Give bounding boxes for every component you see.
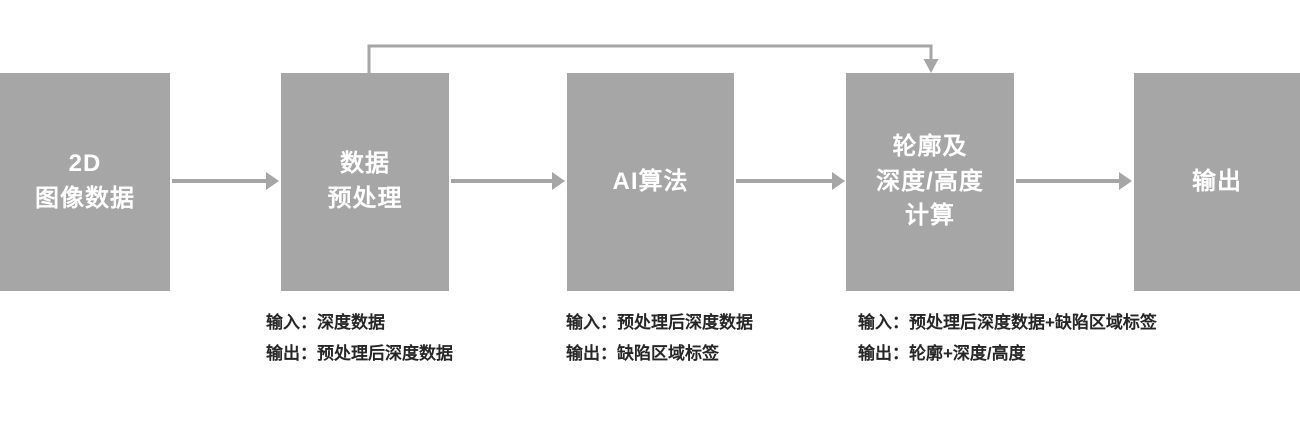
annotation-output-line: 输出：预处理后深度数据 bbox=[266, 343, 453, 363]
annotation-output-line: 输出：轮廓+深度/高度 bbox=[858, 343, 1026, 363]
node-data-preprocess: 数据 预处理 bbox=[281, 73, 449, 291]
arrow-line bbox=[451, 179, 552, 183]
arrow-preprocess-to-ai bbox=[451, 172, 565, 190]
node-label-contour-depth-calc: 轮廓及 深度/高度 计算 bbox=[876, 132, 984, 230]
node-label-ai-algorithm: AI算法 bbox=[612, 167, 689, 195]
node-2d-image-data: 2D 图像数据 bbox=[0, 73, 170, 291]
annotation-input-line: 输入：深度数据 bbox=[266, 313, 385, 332]
node-label-data-preprocess: 数据 预处理 bbox=[327, 150, 403, 212]
annotation-input-line: 输入：预处理后深度数据+缺陷区域标签 bbox=[858, 313, 1157, 332]
annotation-input-line: 输入：预处理后深度数据 bbox=[566, 313, 753, 332]
arrow-ai-to-contour bbox=[736, 172, 845, 190]
arrow-head-icon bbox=[832, 172, 845, 190]
arrow-head-icon bbox=[266, 172, 279, 190]
annotation-contour-depth-calc: 输入：预处理后深度数据+缺陷区域标签 输出：轮廓+深度/高度 bbox=[858, 308, 1157, 369]
node-output: 输出 bbox=[1134, 73, 1300, 291]
node-label-output: 输出 bbox=[1192, 167, 1242, 195]
arrow-line bbox=[172, 179, 266, 183]
arrow-2d-to-preprocess bbox=[172, 172, 279, 190]
node-label-2d-image-data: 2D 图像数据 bbox=[35, 150, 135, 212]
arrow-line bbox=[1016, 179, 1119, 183]
annotation-ai-algorithm: 输入：预处理后深度数据 输出：缺陷区域标签 bbox=[566, 308, 753, 369]
node-contour-depth-calc: 轮廓及 深度/高度 计算 bbox=[846, 73, 1014, 291]
annotation-data-preprocess: 输入：深度数据 输出：预处理后深度数据 bbox=[266, 308, 453, 369]
annotation-output-line: 输出：缺陷区域标签 bbox=[566, 343, 719, 363]
arrow-line bbox=[736, 179, 832, 183]
arrow-head-icon bbox=[552, 172, 565, 190]
arrow-contour-to-output bbox=[1016, 172, 1132, 190]
node-ai-algorithm: AI算法 bbox=[567, 73, 734, 291]
arrow-head-icon bbox=[1119, 172, 1132, 190]
